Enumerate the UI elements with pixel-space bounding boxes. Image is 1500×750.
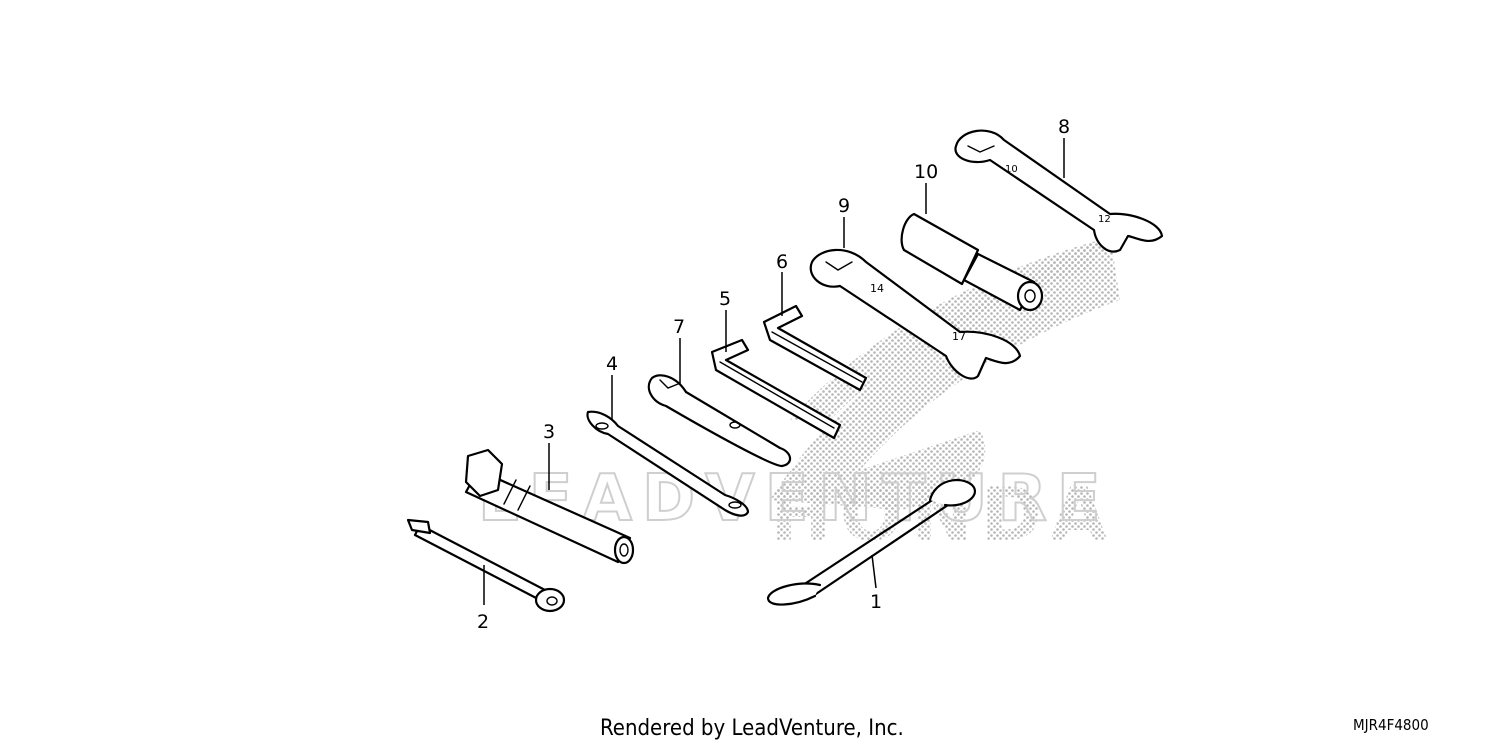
leader-lines: [483, 138, 1065, 605]
part-4-slot-2: [728, 501, 742, 509]
part-3-sleeve-line-2: [517, 485, 531, 511]
part-2-shape: [413, 523, 547, 602]
part-10-socket: [900, 212, 1044, 312]
callout-2: 2: [477, 611, 489, 633]
part-8-wrench: 10 12: [954, 129, 1164, 253]
part-5-edge: [719, 361, 835, 429]
diagram-code: MJR4F4800: [1353, 716, 1429, 734]
callout-9: 9: [838, 195, 850, 217]
part-9-stamp-2: 17: [952, 330, 966, 343]
callout-8: 8: [1058, 116, 1070, 138]
callout-5: 5: [719, 288, 731, 310]
part-4-body: [586, 410, 750, 517]
part-5-hex-key: [710, 338, 842, 440]
part-7-wrench: [647, 374, 792, 468]
part-7-body: [647, 374, 792, 468]
callout-1: 1: [870, 591, 882, 613]
part-8-stamp-2: 12: [1098, 214, 1111, 225]
part-10-handle: [900, 212, 980, 286]
part-3-end: [613, 535, 635, 565]
part-6-edge: [771, 331, 863, 383]
part-2-head: [534, 587, 566, 613]
part-10-end: [1016, 280, 1044, 312]
part-1-loop-bottom: [766, 582, 822, 606]
part-4-slot-1: [595, 422, 609, 430]
callout-6: 6: [776, 251, 788, 273]
part-2-tip: [406, 518, 432, 535]
part-6-hex-key: [762, 304, 868, 392]
part-9-body: [809, 248, 1022, 380]
callout-4: 4: [606, 353, 618, 375]
callout-3: 3: [543, 421, 555, 443]
part-1-loop-top: [928, 478, 976, 507]
part-8-body: [954, 129, 1164, 253]
part-9-stamp: 14: [870, 282, 884, 295]
part-7-jaw: [659, 379, 679, 389]
part-3-sleeve-line: [503, 479, 517, 505]
part-9-jaw-top: [825, 261, 853, 271]
leader-1: [871, 554, 877, 589]
part-6-body: [762, 304, 868, 392]
part-8-jaw-top: [967, 145, 995, 153]
callout-7: 7: [673, 316, 685, 338]
part-2-rod: [406, 518, 566, 613]
part-3-hex-head: [464, 448, 504, 498]
part-9-wrench: 14 17: [809, 248, 1022, 380]
part-10-end-hole: [1024, 289, 1036, 303]
part-8-stamp: 10: [1005, 164, 1018, 175]
part-7-hole: [729, 421, 741, 429]
credit-text: Rendered by LeadVenture, Inc.: [600, 716, 904, 741]
part-1-strap: [766, 478, 976, 606]
callout-labels: 1 2 3 4 5 6 7 8 9 10: [477, 116, 1070, 633]
callout-10: 10: [914, 161, 938, 183]
part-1-shape: [798, 493, 950, 600]
part-4-flat-bar: [586, 410, 750, 517]
part-3-end-hole: [619, 543, 629, 557]
part-2-socket: [546, 596, 558, 606]
part-10-shaft: [962, 252, 1036, 312]
part-3-box-wrench: [464, 448, 635, 565]
